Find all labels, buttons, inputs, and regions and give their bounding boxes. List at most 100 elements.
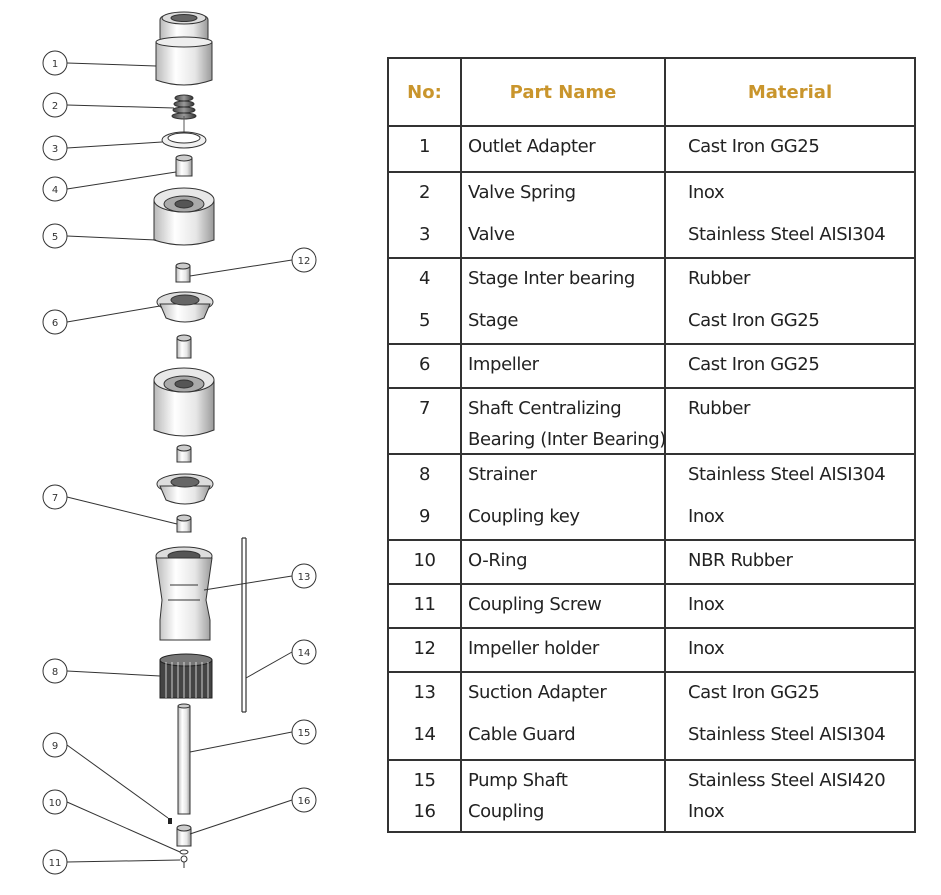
svg-text:11: 11 [49, 858, 62, 869]
svg-text:12: 12 [298, 256, 311, 267]
cell-no: 3 [418, 224, 431, 245]
table-row: 6 Impeller Cast Iron GG25 [387, 343, 916, 389]
cell-part-name: Strainer [468, 464, 537, 485]
callout-6: 6 [42, 309, 68, 335]
callout-3: 3 [42, 135, 68, 161]
cell-material: Cast Iron GG25 [688, 310, 820, 331]
header-no: No: [387, 57, 462, 127]
cell-no: 16 [413, 801, 436, 822]
callout-9: 9 [42, 732, 68, 758]
part-impeller-2 [156, 473, 214, 505]
table-row: 1 Outlet Adapter Cast Iron GG25 [387, 125, 916, 173]
cell-part-name: O-Ring [468, 550, 528, 571]
part-inter-bearing [175, 154, 193, 177]
part-stage-2 [153, 367, 215, 437]
part-coupling-screw [180, 855, 188, 868]
cell-no: 12 [413, 638, 436, 659]
cell-material: Inox [688, 182, 725, 203]
table-row: 12 Impeller holder Inox [387, 627, 916, 673]
cell-part-name: Suction Adapter [468, 682, 607, 703]
cell-part-name: Stage Inter bearing [468, 268, 635, 289]
table-header-row: No: Part Name Material [387, 57, 916, 127]
cell-material: Inox [688, 801, 725, 822]
svg-text:7: 7 [52, 493, 58, 504]
svg-text:2: 2 [52, 101, 58, 112]
part-bearing-3 [176, 444, 192, 463]
cell-part-name: Outlet Adapter [468, 136, 596, 157]
callout-5: 5 [42, 223, 68, 249]
part-valve-spring [171, 94, 197, 132]
cell-part-name: Coupling Screw [468, 594, 602, 615]
cell-no: 1 [418, 136, 431, 157]
callout-15: 15 [291, 719, 317, 745]
part-o-ring [179, 849, 189, 855]
callout-14: 14 [291, 639, 317, 665]
svg-text:3: 3 [52, 144, 58, 155]
callout-16: 16 [291, 787, 317, 813]
part-bearing-2 [176, 334, 192, 359]
callout-12: 12 [291, 247, 317, 273]
cell-no: 15 [413, 770, 436, 791]
cell-material: Inox [688, 594, 725, 615]
cell-no: 2 [418, 182, 431, 203]
cell-no: 4 [418, 268, 431, 289]
cell-no: 10 [413, 550, 436, 571]
exploded-pump-diagram: 1 2 3 4 5 6 7 8 9 10 11 12 13 14 15 16 [42, 11, 317, 875]
cell-no: 14 [413, 724, 436, 745]
part-pump-shaft [177, 703, 191, 815]
svg-text:13: 13 [298, 572, 311, 583]
cell-material: Stainless Steel AISI304 [688, 724, 886, 745]
svg-text:15: 15 [298, 728, 311, 739]
cell-part-name-line2: Bearing (Inter Bearing) [468, 429, 666, 450]
cell-part-name: Valve Spring [468, 182, 576, 203]
svg-text:10: 10 [49, 798, 62, 809]
callout-11: 11 [42, 849, 68, 875]
cell-material: Cast Iron GG25 [688, 354, 820, 375]
part-impeller-holder [175, 262, 191, 283]
cell-part-name: Coupling key [468, 506, 580, 527]
part-shaft-centralizing-bearing [176, 514, 192, 533]
callout-1: 1 [42, 50, 68, 76]
part-outlet-adapter [155, 11, 213, 86]
cell-no: 13 [413, 682, 436, 703]
cell-no: 6 [418, 354, 431, 375]
cell-material: Stainless Steel AISI304 [688, 224, 886, 245]
svg-text:6: 6 [52, 318, 58, 329]
cell-part-name: Stage [468, 310, 519, 331]
svg-text:1: 1 [52, 59, 58, 70]
svg-text:4: 4 [52, 185, 58, 196]
cell-no: 8 [418, 464, 431, 485]
svg-text:5: 5 [52, 232, 58, 243]
part-stage [153, 187, 215, 246]
part-valve [161, 131, 207, 149]
cell-no: 7 [418, 398, 431, 419]
cell-part-name: Impeller holder [468, 638, 599, 659]
cell-part-name: Impeller [468, 354, 539, 375]
cell-material: Stainless Steel AISI304 [688, 464, 886, 485]
svg-text:16: 16 [298, 796, 311, 807]
callouts: 1 2 3 4 5 6 7 8 9 10 11 12 13 14 15 16 [42, 50, 317, 875]
cell-no: 5 [418, 310, 431, 331]
callout-2: 2 [42, 92, 68, 118]
cell-no: 9 [418, 506, 431, 527]
part-strainer [159, 653, 213, 699]
header-part-name: Part Name [460, 57, 666, 127]
cell-part-name: Coupling [468, 801, 545, 822]
callout-13: 13 [291, 563, 317, 589]
cell-part-name: Shaft Centralizing [468, 398, 622, 419]
cell-material: Rubber [688, 398, 751, 419]
svg-text:14: 14 [298, 648, 311, 659]
cell-part-name: Cable Guard [468, 724, 576, 745]
svg-text:8: 8 [52, 667, 58, 678]
part-coupling [176, 824, 192, 847]
callout-8: 8 [42, 658, 68, 684]
callout-10: 10 [42, 789, 68, 815]
part-coupling-key [168, 818, 172, 824]
svg-text:9: 9 [52, 741, 58, 752]
